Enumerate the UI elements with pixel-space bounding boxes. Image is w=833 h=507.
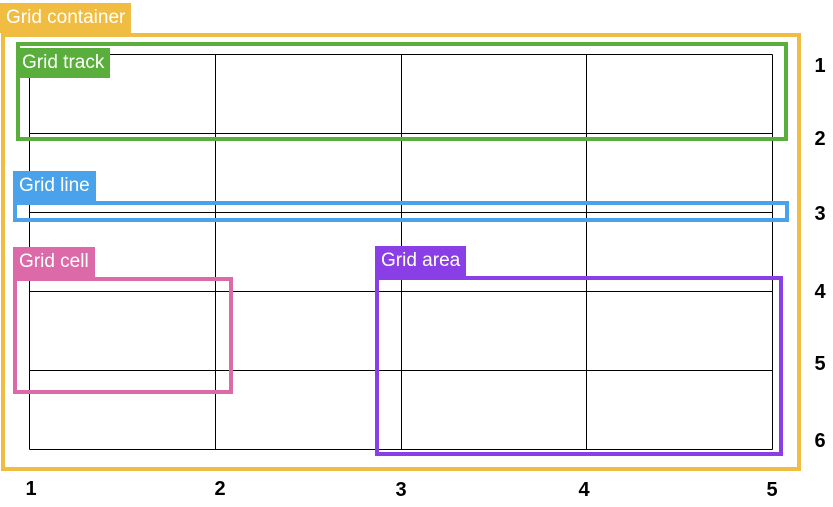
grid-line-label: Grid line: [13, 171, 96, 201]
grid-container-label: Grid container: [0, 3, 132, 33]
column-number-2: 2: [214, 478, 226, 500]
grid-line-frame: [13, 201, 789, 222]
column-number-5: 5: [766, 479, 778, 501]
row-number-2: 2: [814, 128, 826, 150]
grid-container-frame: [1, 33, 801, 471]
row-number-6: 6: [814, 430, 826, 452]
column-number-1: 1: [25, 478, 37, 500]
row-number-3: 3: [814, 203, 826, 225]
column-number-4: 4: [578, 479, 590, 501]
grid-cell-label: Grid cell: [13, 247, 95, 277]
grid-track-frame: [16, 42, 788, 141]
row-number-4: 4: [814, 281, 826, 303]
grid-area-frame: [375, 276, 783, 456]
grid-cell-frame: [13, 277, 233, 394]
row-number-5: 5: [814, 353, 826, 375]
column-number-3: 3: [395, 479, 407, 501]
grid-track-label: Grid track: [16, 48, 111, 78]
row-number-1: 1: [814, 55, 826, 77]
grid-area-label: Grid area: [375, 246, 467, 276]
